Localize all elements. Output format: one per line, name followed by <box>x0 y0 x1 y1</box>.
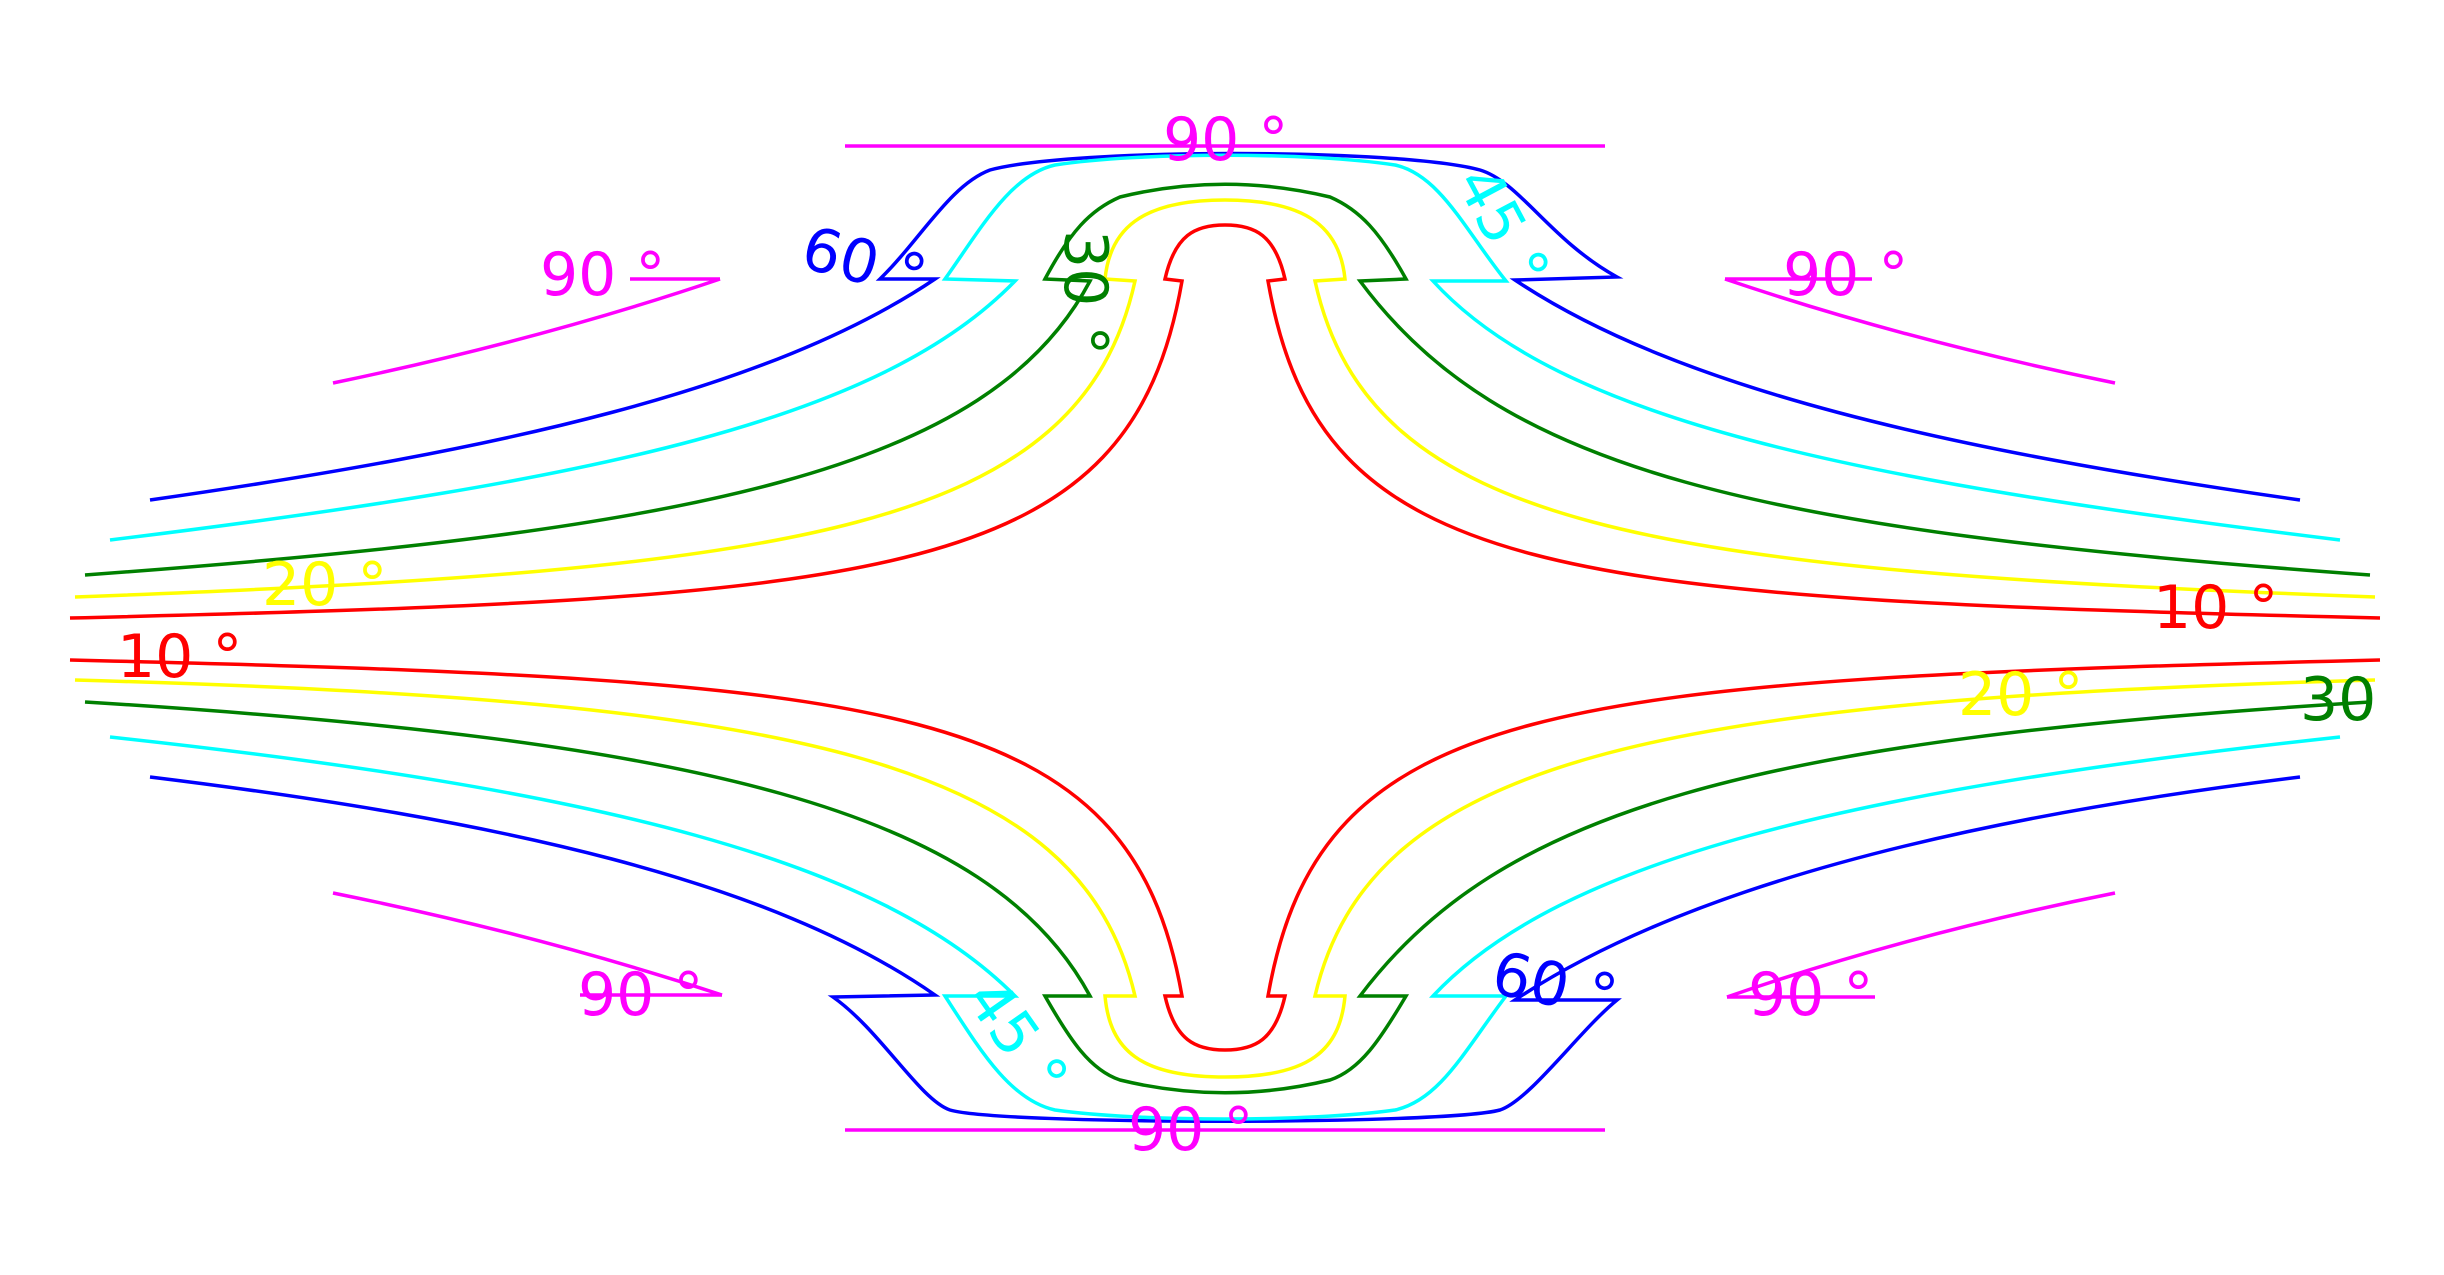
label-90-lower-right: 90 ° <box>1748 960 1873 1030</box>
label-20-right: 20 ° <box>1958 660 2083 730</box>
label-90-upper-left: 90 ° <box>540 240 665 310</box>
label-90-upper-right: 90 ° <box>1783 240 1908 310</box>
contour-60 <box>149 151 2301 1123</box>
contour-10-lower <box>69 658 2381 1052</box>
contour-30 <box>84 182 2371 1095</box>
contour-45 <box>109 153 2341 1121</box>
contour-20-lower <box>74 678 2376 1079</box>
contour-60-upper <box>149 151 2301 502</box>
label-90-bottom: 90 ° <box>1128 1095 1253 1165</box>
contour-90 <box>332 144 2116 1132</box>
contour-10 <box>69 223 2381 1052</box>
contour-90-upper-left <box>332 277 721 385</box>
contour-90-lower-right <box>1726 891 2116 999</box>
label-10-left: 10 ° <box>117 622 242 692</box>
label-30-top: 30 ° <box>1050 230 1120 355</box>
label-30-right: 30 <box>2300 665 2376 735</box>
contour-90-lower-left <box>332 891 723 997</box>
contour-30-upper <box>84 182 2371 577</box>
contour-30-lower <box>84 700 2371 1095</box>
contour-90-upper-right <box>1724 277 2116 385</box>
contour-20 <box>74 198 2376 1079</box>
contour-45-upper <box>109 153 2341 542</box>
contour-10-upper <box>69 223 2381 620</box>
contour-20-upper <box>74 198 2376 599</box>
label-90-top: 90 ° <box>1163 105 1288 175</box>
contour-60-lower <box>149 775 2301 1123</box>
label-20-left: 20 ° <box>262 550 387 620</box>
label-10-right: 10 ° <box>2153 573 2278 643</box>
contour-45-lower <box>109 735 2341 1121</box>
label-90-lower-left: 90 ° <box>578 960 703 1030</box>
